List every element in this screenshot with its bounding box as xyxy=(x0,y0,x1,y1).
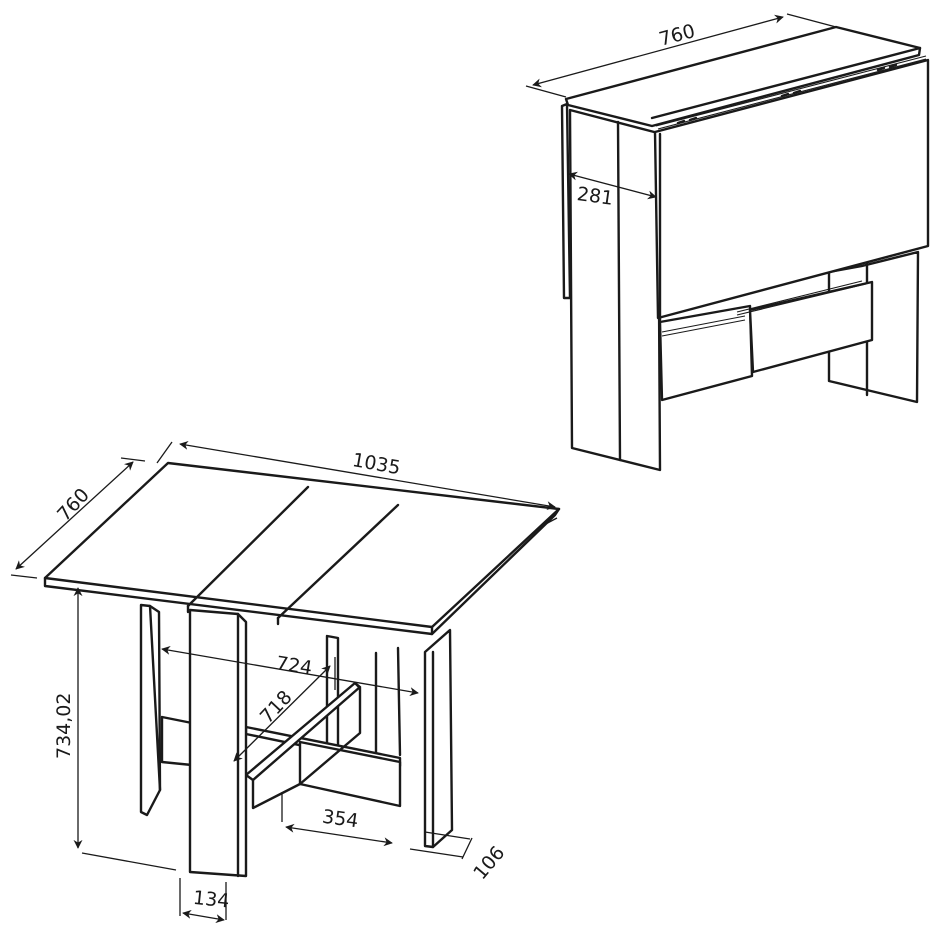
left-stretcher-box xyxy=(160,715,194,767)
folded-drawer-left xyxy=(658,304,754,402)
back-left-leg xyxy=(139,603,162,817)
folded-left-leaf xyxy=(560,102,572,300)
folded-left-leg xyxy=(568,108,662,472)
dim-foot-spacing: 354 xyxy=(281,792,393,847)
dim-label-760-folded: 760 xyxy=(657,20,698,51)
dim-label-718: 718 xyxy=(256,686,297,728)
dim-label-760-unfolded: 760 xyxy=(53,484,94,526)
folded-front-leaf xyxy=(653,58,930,320)
dim-label-354: 354 xyxy=(321,806,360,833)
dim-folded-depth: 281 xyxy=(568,171,657,210)
hinge-marks xyxy=(676,63,898,125)
unfolded-table-view: 1035 760 734,02 724 718 3 xyxy=(10,440,561,924)
dim-label-724: 724 xyxy=(275,652,314,679)
dim-label-734-02: 734,02 xyxy=(53,693,75,759)
base-stretcher xyxy=(298,740,402,808)
dim-leg-width: 134 xyxy=(179,878,230,924)
dim-label-134: 134 xyxy=(192,887,230,913)
back-right-leg xyxy=(325,634,340,749)
front-right-leg xyxy=(423,628,454,849)
dim-label-281: 281 xyxy=(576,183,615,210)
folded-table-view: 760 281 xyxy=(525,13,930,472)
dim-height: 734,02 xyxy=(53,587,177,871)
leaf-seam-right xyxy=(276,503,400,620)
dim-label-106: 106 xyxy=(469,842,509,884)
table-top xyxy=(43,461,561,636)
dim-label-1035: 1035 xyxy=(351,449,402,479)
